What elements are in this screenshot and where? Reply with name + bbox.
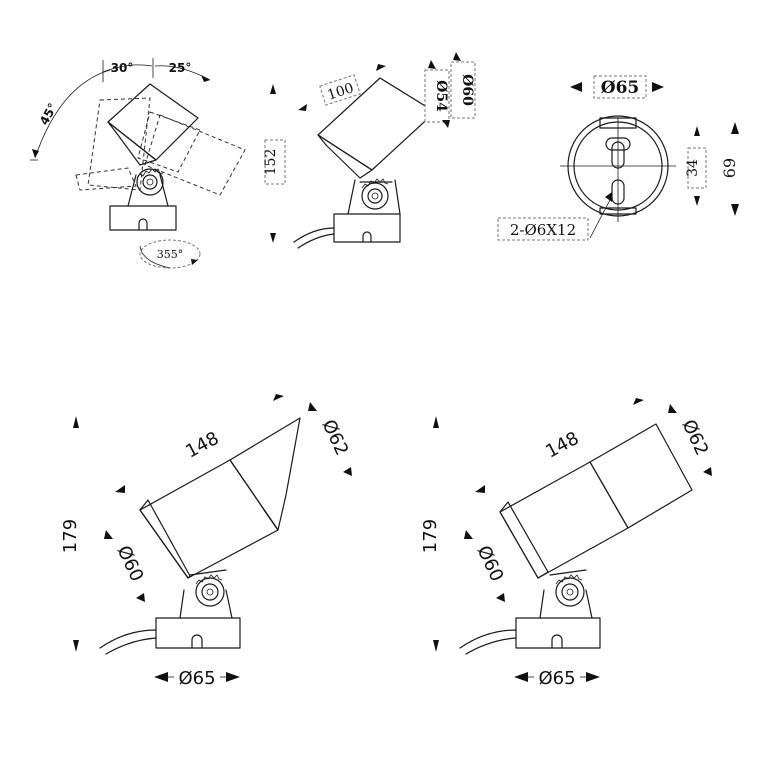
lamp-head [499, 461, 629, 579]
base-diameter-label: Ø65 [178, 668, 215, 689]
height-label-179: 179 [60, 519, 81, 553]
diameter-label-60: Ø60 [459, 74, 475, 106]
lamp-head [107, 83, 199, 161]
power-cable [459, 629, 517, 649]
tube-side-view: 148 Ø62 Ø60 179 Ø65 [420, 398, 712, 689]
diameter-label-54: Ø54 [433, 80, 449, 112]
length-label-148: 148 [182, 428, 222, 463]
rear-diameter-label: Ø60 [113, 542, 148, 584]
total-height-label: 69 [720, 158, 739, 178]
lamp-tube [589, 423, 693, 529]
rotation-label-355: 355° [157, 248, 184, 261]
height-label-152: 152 [263, 149, 279, 176]
light-hood [229, 417, 301, 531]
base-top-view: Ø65 34 69 2-Ø6X12 [497, 75, 739, 241]
angle-label-30: 30° [111, 61, 134, 75]
angle-label-25: 25° [169, 61, 192, 75]
rear-diameter-label: Ø60 [473, 542, 508, 584]
mount-slot [611, 141, 625, 169]
mount-base [109, 205, 177, 231]
base-diameter-label: Ø65 [538, 668, 575, 689]
small-side-view: 100 Ø54 Ø60 152 [263, 52, 476, 249]
angle-label-45: 45° [37, 101, 60, 128]
height-label-179: 179 [420, 519, 441, 553]
length-label-148: 148 [542, 428, 582, 463]
hood-side-view: 148 Ø62 Ø60 179 Ø65 [60, 394, 352, 689]
power-cable [99, 629, 157, 649]
slot-spacing-label: 34 [685, 159, 701, 177]
slots-label: 2-Ø6X12 [510, 221, 576, 239]
length-label-100: 100 [325, 80, 355, 103]
base-diameter-label: Ø65 [601, 78, 639, 98]
lamp-head [139, 459, 279, 579]
mount-base [333, 213, 401, 243]
front-diameter-label: Ø62 [318, 416, 353, 458]
mount-base [155, 617, 241, 649]
front-diameter-label: Ø62 [678, 416, 713, 458]
adjustment-view: 45° 30° 25° 355° [30, 58, 246, 269]
power-cable [293, 227, 335, 243]
mount-base [515, 617, 601, 649]
